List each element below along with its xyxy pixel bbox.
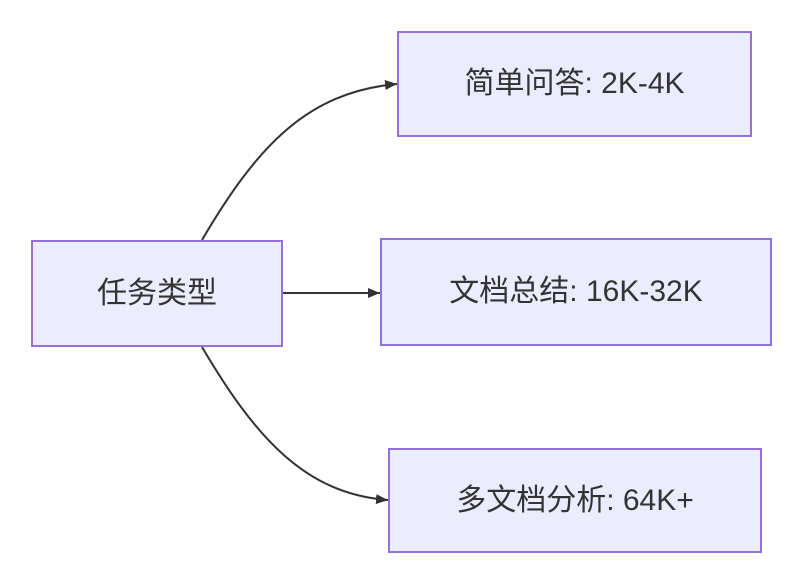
node-multi-doc-label: 多文档分析: 64K+ (456, 483, 694, 517)
node-doc-summary-label: 文档总结: 16K-32K (449, 275, 703, 308)
node-multi-doc: 多文档分析: 64K+ (388, 448, 762, 553)
node-task-type: 任务类型 (31, 240, 283, 347)
node-task-type-label: 任务类型 (97, 276, 217, 310)
edge-task-type-to-multi-doc (201, 346, 389, 505)
edge-task-type-to-simple-qa (201, 80, 398, 241)
node-simple-qa-label: 简单问答: 2K-4K (464, 67, 685, 100)
node-simple-qa: 简单问答: 2K-4K (397, 31, 752, 137)
node-doc-summary: 文档总结: 16K-32K (380, 238, 772, 346)
